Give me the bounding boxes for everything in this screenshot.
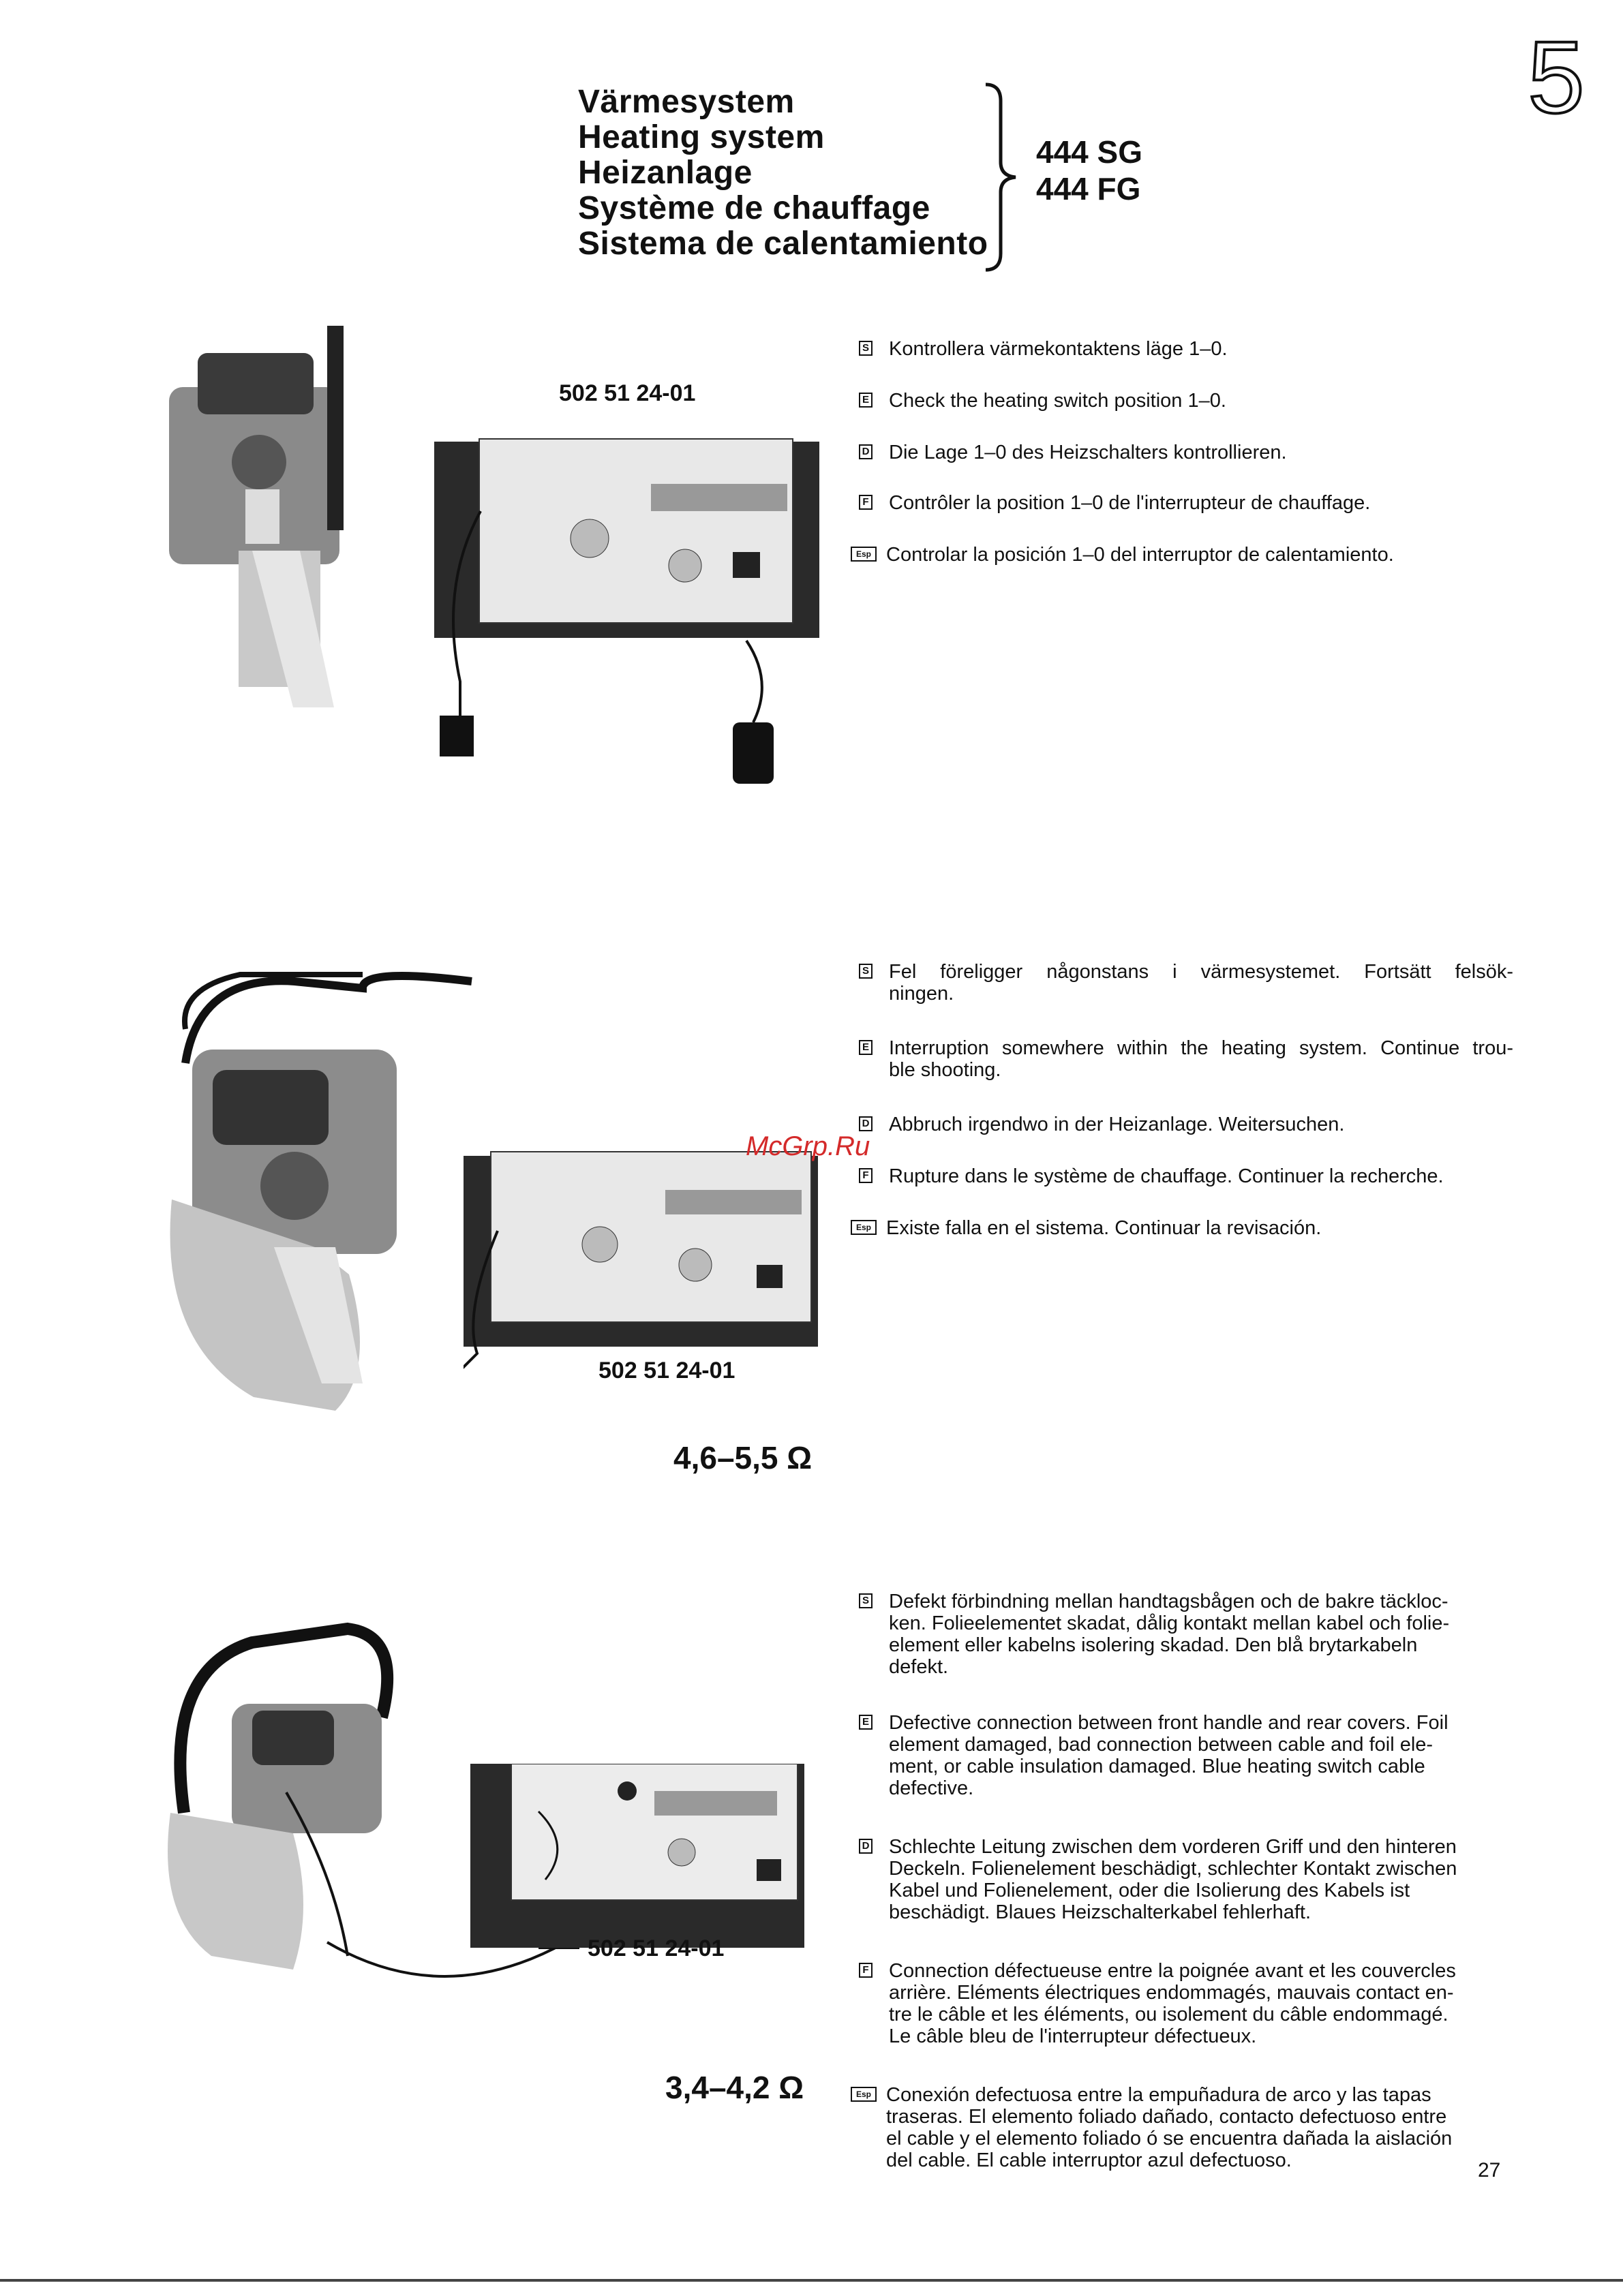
- lang-badge-s: S: [859, 964, 873, 979]
- lang-badge-d: D: [859, 1116, 873, 1131]
- title-spanish: Sistema de calentamiento: [578, 226, 988, 262]
- page-number: 27: [1478, 2159, 1501, 2182]
- lang-badge-d: D: [859, 1839, 873, 1854]
- tester-device-photo-3: [470, 1764, 804, 1948]
- tester-device-photo-1: [434, 438, 819, 784]
- title-swedish: Värmesystem: [578, 84, 795, 120]
- part-number-2: 502 51 24-01: [598, 1358, 735, 1383]
- bottom-rule: [0, 2279, 1623, 2282]
- tester-device-photo-2: [464, 1151, 818, 1369]
- resistance-value-1: 4,6–5,5 Ω: [673, 1440, 813, 1475]
- title-german: Heizanlage: [578, 155, 753, 191]
- section-titles: Värmesystem Heating system Heizanlage Sy…: [578, 85, 988, 262]
- chainsaw-photo-2: [158, 961, 513, 1431]
- resistance-value-2: 3,4–4,2 Ω: [665, 2070, 804, 2105]
- lang-badge-e: E: [859, 393, 873, 408]
- lang-badge-f: F: [859, 1168, 873, 1183]
- part-number-3: 502 51 24-01: [588, 1935, 725, 1961]
- lang-badge-e: E: [859, 1715, 873, 1730]
- lang-badge-f: F: [859, 495, 873, 510]
- lang-badge-e: E: [859, 1040, 873, 1055]
- model-list: 444 SG 444 FG: [1036, 134, 1142, 207]
- lang-badge-esp: Esp: [851, 547, 877, 562]
- chainsaw-photo-1: [157, 326, 361, 728]
- watermark-text: McGrp.Ru: [746, 1131, 870, 1161]
- title-english: Heating system: [578, 119, 825, 155]
- model-fg: 444 FG: [1036, 171, 1141, 206]
- model-sg: 444 SG: [1036, 134, 1142, 170]
- part-number-1: 502 51 24-01: [559, 380, 696, 406]
- instructions-block-1: S Kontrollera värmekontaktens läge 1–0. …: [851, 338, 1513, 583]
- lang-badge-d: D: [859, 444, 873, 459]
- lang-badge-f: F: [859, 1963, 873, 1978]
- brace-icon: [985, 82, 1016, 272]
- lang-badge-s: S: [859, 1593, 873, 1608]
- instructions-block-2: S Fel föreligger någonstans i värmesyste…: [851, 961, 1513, 1247]
- title-french: Système de chauffage: [578, 190, 930, 226]
- lang-badge-s: S: [859, 341, 873, 356]
- lang-badge-esp: Esp: [851, 1220, 877, 1235]
- instructions-block-3: S Defekt förbindning mellan handtagsbåge…: [851, 1591, 1513, 2177]
- lang-badge-esp: Esp: [851, 2087, 877, 2102]
- chapter-number: 5: [1526, 20, 1586, 134]
